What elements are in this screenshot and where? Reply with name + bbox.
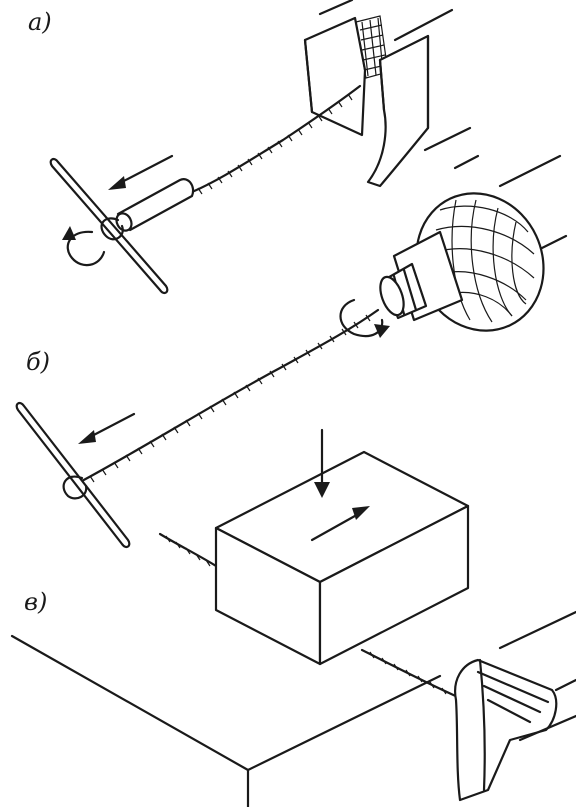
press-block <box>214 450 470 666</box>
panel-label-v: в) <box>24 588 48 616</box>
drill-chuck <box>379 154 568 332</box>
table-surface <box>10 610 576 807</box>
vise-jaws <box>303 0 480 188</box>
panel-label-b: б) <box>26 348 51 376</box>
rotation-arrow-b <box>339 298 390 338</box>
panel-b <box>15 154 568 549</box>
sliding-tube <box>115 178 195 232</box>
hand <box>454 658 576 802</box>
panel-v <box>10 428 576 807</box>
pull-arrow-a <box>108 154 174 190</box>
twisted-wire-a <box>190 84 362 195</box>
t-handle-a <box>49 157 169 295</box>
panel-label-a: а) <box>28 8 52 36</box>
twisted-wire-c <box>158 532 462 700</box>
t-handle-b <box>15 401 131 549</box>
panel-a <box>49 0 480 295</box>
force-arrow <box>314 428 330 498</box>
slide-arrow <box>310 506 370 542</box>
twisted-wire-b <box>78 308 380 484</box>
rotation-arrow-a <box>62 226 106 267</box>
chuck-knurling <box>435 199 535 323</box>
pull-arrow-b <box>78 412 136 444</box>
